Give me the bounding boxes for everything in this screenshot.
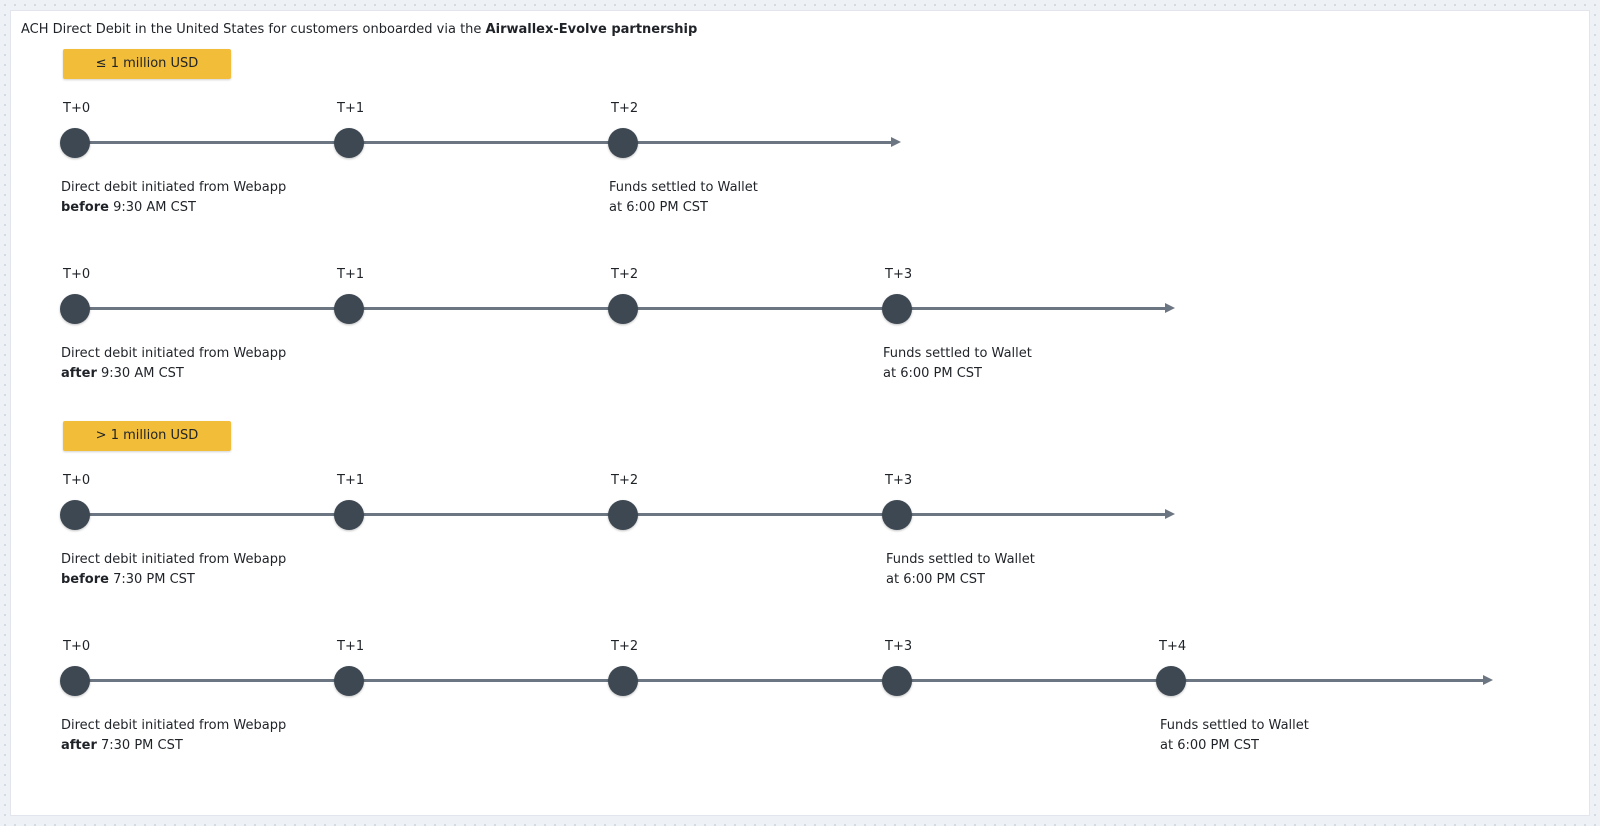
start-label: Direct debit initiated from Webapp befor… bbox=[61, 180, 287, 215]
arrow-head bbox=[1165, 303, 1175, 313]
arrow-head bbox=[1483, 675, 1493, 685]
timeline-under-1m-after: T+0 T+1 T+2 T+3 Direct debit initiated f… bbox=[11, 267, 1591, 397]
end-label: Funds settled to Wallet at 6:00 PM CST bbox=[609, 180, 758, 215]
tick-label: T+0 bbox=[63, 639, 91, 654]
timeline-under-1m-before: T+0 T+1 T+2 Direct debit initiated from … bbox=[11, 101, 1591, 231]
timeline-node bbox=[608, 128, 638, 158]
tick-label: T+1 bbox=[337, 101, 365, 116]
timeline-node bbox=[334, 294, 364, 324]
end-label: Funds settled to Wallet at 6:00 PM CST bbox=[1160, 718, 1309, 753]
start-label: Direct debit initiated from Webapp after… bbox=[61, 718, 287, 753]
timeline-over-1m-before: T+0 T+1 T+2 T+3 Direct debit initiated f… bbox=[11, 473, 1591, 603]
tick-label: T+3 bbox=[885, 473, 913, 488]
timeline-line bbox=[77, 141, 893, 144]
timeline-node bbox=[882, 294, 912, 324]
start-label: Direct debit initiated from Webapp befor… bbox=[61, 552, 287, 587]
tick-label: T+1 bbox=[337, 267, 365, 282]
tick-label: T+1 bbox=[337, 473, 365, 488]
timeline-node bbox=[882, 500, 912, 530]
timeline-node bbox=[60, 128, 90, 158]
timeline-line bbox=[77, 679, 1485, 682]
end-label: Funds settled to Wallet at 6:00 PM CST bbox=[886, 552, 1035, 587]
timeline-over-1m-after: T+0 T+1 T+2 T+3 T+4 Direct debit initiat… bbox=[11, 639, 1591, 769]
tick-label: T+2 bbox=[611, 267, 639, 282]
timeline-node bbox=[334, 500, 364, 530]
diagram-title: ACH Direct Debit in the United States fo… bbox=[21, 22, 698, 37]
tick-label: T+2 bbox=[611, 101, 639, 116]
badge-over-1m: > 1 million USD bbox=[63, 421, 231, 451]
tick-label: T+3 bbox=[885, 639, 913, 654]
tick-label: T+2 bbox=[611, 473, 639, 488]
timeline-node bbox=[608, 294, 638, 324]
tick-label: T+0 bbox=[63, 101, 91, 116]
tick-label: T+0 bbox=[63, 267, 91, 282]
end-label: Funds settled to Wallet at 6:00 PM CST bbox=[883, 346, 1032, 381]
timeline-node bbox=[608, 500, 638, 530]
timeline-node bbox=[60, 500, 90, 530]
tick-label: T+1 bbox=[337, 639, 365, 654]
tick-label: T+4 bbox=[1159, 639, 1187, 654]
timeline-node bbox=[60, 666, 90, 696]
timeline-node bbox=[608, 666, 638, 696]
badge-under-1m: ≤ 1 million USD bbox=[63, 49, 231, 79]
timeline-node bbox=[882, 666, 912, 696]
arrow-head bbox=[891, 137, 901, 147]
diagram-panel: ACH Direct Debit in the United States fo… bbox=[10, 10, 1590, 816]
arrow-head bbox=[1165, 509, 1175, 519]
timeline-node bbox=[1156, 666, 1186, 696]
start-label: Direct debit initiated from Webapp after… bbox=[61, 346, 287, 381]
timeline-node bbox=[334, 666, 364, 696]
timeline-node bbox=[60, 294, 90, 324]
timeline-node bbox=[334, 128, 364, 158]
tick-label: T+2 bbox=[611, 639, 639, 654]
tick-label: T+0 bbox=[63, 473, 91, 488]
tick-label: T+3 bbox=[885, 267, 913, 282]
